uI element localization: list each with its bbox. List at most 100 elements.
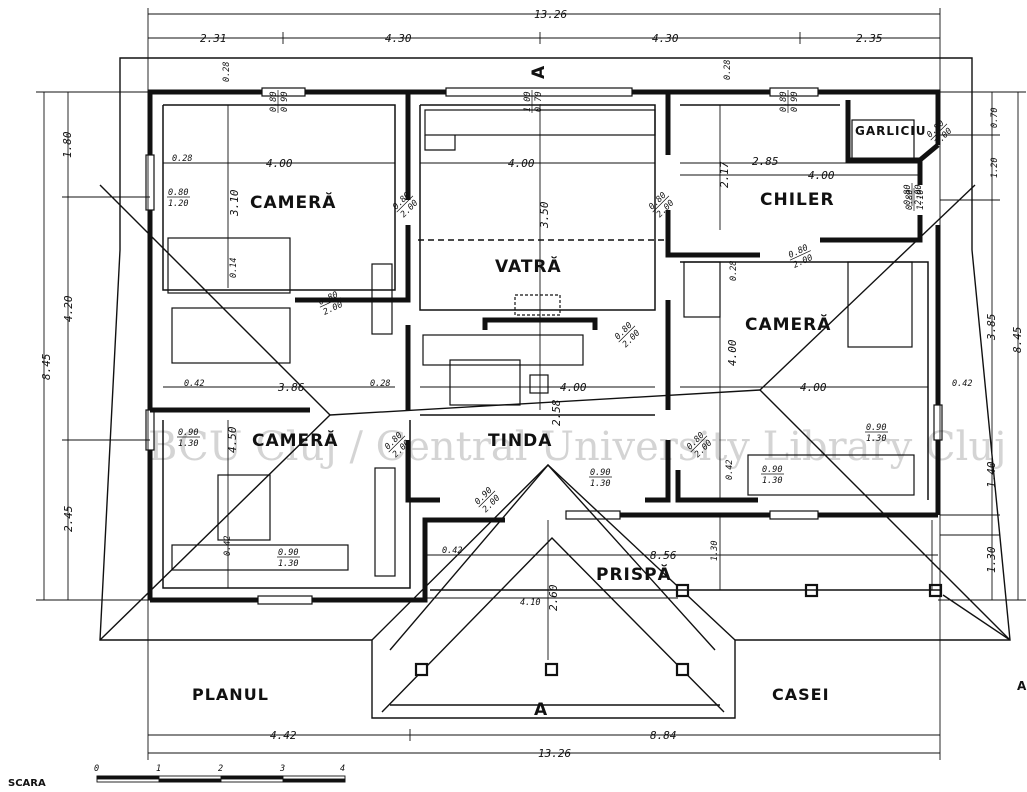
dim-int: 4.00 <box>560 381 587 394</box>
opening-label-w-west: 0.801.20 <box>167 188 190 209</box>
opening-label-d-vatra-chiler: 0.802.00 <box>647 191 676 220</box>
dim-int: 1.30 <box>710 541 720 561</box>
dim-int: 2.58 <box>550 399 563 426</box>
dim-bottom-total: 13.26 <box>538 747 571 760</box>
scale-tick-1: 1 <box>156 764 161 774</box>
dim-int: 0.42 <box>223 536 233 556</box>
stove-mid <box>422 334 584 366</box>
opening-height: 2.00 <box>914 185 924 205</box>
table-sw <box>217 474 271 541</box>
dim-top-seg-1: 2.31 <box>200 32 227 45</box>
dim-int: 8.56 <box>650 549 677 562</box>
dim-int: 0.28 <box>222 62 232 82</box>
dim-left-top: 1.80 <box>61 131 74 158</box>
window-nw-sill <box>261 87 306 97</box>
opening-width: 0.80 <box>905 190 915 210</box>
porch-roof-inner <box>381 537 725 713</box>
inner-sw <box>162 420 411 589</box>
opening-label-w-e-s: 0.901.30 <box>761 465 784 486</box>
opening-height: 1.10 <box>916 190 926 210</box>
opening-width: 0.80 <box>168 188 188 198</box>
opening-label-d-vatra-e: 0.802.00 <box>613 321 642 350</box>
scale-bar-seg <box>282 778 346 783</box>
wall-chiler-e <box>917 143 940 185</box>
opening-width: 0.90 <box>178 428 198 438</box>
room-label-camera-sw: CAMERĂ <box>252 429 338 451</box>
dim-int: 0.42 <box>442 546 462 556</box>
caption-planul: PLANUL <box>192 685 269 704</box>
wall-porch-s <box>422 517 505 578</box>
bed-sw-2 <box>171 544 349 571</box>
opening-fraction-bar <box>789 250 811 261</box>
wall-int-right-c <box>820 215 923 243</box>
dim-left-total: 8.45 <box>40 354 53 381</box>
wall-int-left-b <box>295 225 411 303</box>
opening-width: 0.90 <box>278 548 298 558</box>
dim-int: 3.50 <box>538 201 551 229</box>
dim-int: 0.14 <box>229 258 239 278</box>
opening-height: 0.70 <box>534 92 544 112</box>
opening-width: 0.80 <box>779 92 789 112</box>
opening-height: 0.90 <box>790 92 800 112</box>
scale-tick-4: 4 <box>340 764 345 774</box>
dim-int: 0.42 <box>725 460 735 480</box>
dim-right-total: 8.45 <box>1011 327 1024 354</box>
dim-left-lower: 2.45 <box>62 506 75 533</box>
bench-sw <box>374 467 396 577</box>
roof-main-outline <box>99 57 1011 719</box>
window-vatra-sill <box>445 87 633 97</box>
oven-vatra-2 <box>424 135 456 151</box>
room-label-camera-nw: CAMERĂ <box>250 191 336 213</box>
opening-label-d-tinda-s: 0.902.00 <box>473 486 502 515</box>
dim-int: 3.10 <box>228 189 241 217</box>
porch-roof-hip <box>389 463 716 651</box>
dimension-lines <box>36 8 1026 783</box>
dim-int: 0.42 <box>952 379 972 389</box>
porch-posts <box>414 583 943 677</box>
opening-label-w-east: 0.901.30 <box>865 423 888 444</box>
wall-east-room-s <box>675 470 758 503</box>
table-vatra <box>449 359 521 406</box>
opening-width: 0.80 <box>269 92 279 112</box>
dim-int: 4.50 <box>226 426 239 453</box>
window-east2-sill <box>933 404 943 441</box>
roof-hip-ne <box>759 184 976 391</box>
wall-north-1 <box>147 89 262 155</box>
dim-int: 0.28 <box>370 379 390 389</box>
dim-right-seg-2: 1.20 <box>990 158 1000 178</box>
opening-fraction-bar <box>388 435 406 453</box>
opening-fraction-bar <box>930 123 948 141</box>
scale-tick-0: 0 <box>94 764 99 774</box>
walls <box>147 89 941 603</box>
roof-east-eave <box>942 594 1011 641</box>
room-label-prispa: PRISPĂ <box>596 563 672 585</box>
wall-tinda-e <box>645 440 671 503</box>
room-label-vatra: VATRĂ <box>495 255 562 277</box>
caption-casei: CASEI <box>772 685 830 704</box>
opening-label-d-cam-mid: 0.802.00 <box>317 290 344 318</box>
window-west2-sill <box>145 409 155 451</box>
dim-top-seg-3: 4.30 <box>652 32 679 45</box>
scale-bar-seg <box>96 775 160 780</box>
scale-label: SCARA <box>8 778 46 789</box>
wall-int-right-b <box>665 210 760 258</box>
dim-int: 2.85 <box>752 155 779 168</box>
opening-height: 1.20 <box>168 199 188 209</box>
dim-bottom-seg-2: 8.84 <box>650 729 677 742</box>
inner-nw <box>162 104 396 291</box>
dim-int: 0.28 <box>172 154 192 164</box>
room-label-tinda: TINDA <box>488 431 552 451</box>
dimension-texts: 13.26 2.31 4.30 4.30 2.35 4.42 8.84 13.2… <box>40 8 1024 760</box>
dim-right-seg-4: 1.40 <box>985 461 998 488</box>
dim-top-seg-4: 2.35 <box>856 32 883 45</box>
dim-top-seg-2: 4.30 <box>385 32 412 45</box>
post <box>544 662 559 677</box>
roof-ridge <box>329 389 761 416</box>
scale-tick-3: 3 <box>279 764 285 774</box>
chest-vatra <box>529 374 549 394</box>
inner-east <box>680 261 929 500</box>
